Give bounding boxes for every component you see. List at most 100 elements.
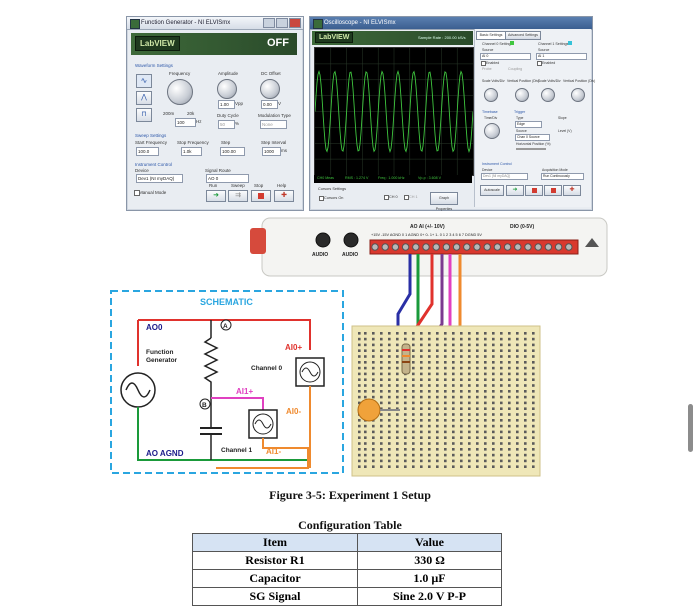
breadboard-hole	[420, 419, 423, 422]
ch0-scale-knob[interactable]	[484, 88, 498, 102]
help-button[interactable]: ✚	[274, 190, 294, 202]
ch1-checkbox[interactable]	[404, 195, 409, 200]
scope-device-select[interactable]: Dev1 (NI myDAQ)	[481, 173, 528, 180]
trigger-type-select[interactable]: Edge	[515, 121, 542, 128]
trigger-source-select[interactable]: Chan 0 Source	[515, 134, 550, 141]
ch0-enabled-checkbox[interactable]	[481, 61, 486, 66]
audio-jack-1[interactable]	[315, 232, 331, 248]
device-select[interactable]: Dev1 (NI myDAQ)	[136, 174, 183, 183]
stop-frequency-input[interactable]: 1.0k	[181, 147, 202, 156]
tab-advanced-settings[interactable]: Advanced Settings	[505, 31, 541, 40]
screw-terminal[interactable]	[381, 243, 389, 251]
scope-stop-button[interactable]	[525, 185, 543, 196]
breadboard-hole	[364, 349, 367, 352]
horizontal-position-slider[interactable]	[516, 148, 546, 150]
screw-terminal[interactable]	[463, 243, 471, 251]
time-per-div-knob[interactable]	[484, 123, 500, 139]
step-input[interactable]: 100.00	[220, 147, 245, 156]
amplitude-input[interactable]: 1.00	[218, 100, 235, 109]
screw-terminal[interactable]	[483, 243, 491, 251]
breadboard-hole	[412, 361, 415, 364]
ch0-source-select[interactable]: AI 0	[480, 53, 531, 60]
breadboard-hole	[436, 332, 439, 335]
breadboard-hole	[476, 384, 479, 387]
scope-run-button[interactable]: ➜	[506, 185, 524, 196]
breadboard-hole	[484, 442, 487, 445]
scope-help-button[interactable]: ✚	[563, 185, 581, 196]
duty-cycle-input[interactable]: 50	[218, 120, 235, 129]
breadboard-hole	[396, 355, 399, 358]
sample-rate-label: Sample Rate : 200.00 kS/s	[418, 35, 466, 40]
screw-terminal[interactable]	[442, 243, 451, 251]
run-button[interactable]: ➜	[206, 190, 226, 202]
breadboard-hole	[372, 459, 375, 463]
tab-basic-settings[interactable]: Basic Settings	[476, 31, 506, 40]
amplitude-knob[interactable]	[217, 79, 237, 99]
ch1-source-select[interactable]: AI 1	[536, 53, 587, 60]
screw-terminal[interactable]	[514, 243, 522, 251]
stop-button[interactable]	[251, 190, 271, 202]
screw-terminal[interactable]	[524, 243, 532, 251]
ch0-checkbox[interactable]	[384, 195, 389, 200]
breadboard-hole	[444, 332, 447, 335]
screw-terminal[interactable]	[473, 243, 481, 251]
sweep-button[interactable]: ⇉	[228, 190, 248, 202]
cursors-on-checkbox[interactable]	[319, 196, 324, 201]
screw-terminal[interactable]	[493, 243, 502, 251]
step-interval-input[interactable]: 1000	[262, 147, 281, 156]
dc-offset-knob[interactable]	[260, 79, 280, 99]
minimize-icon[interactable]	[263, 18, 275, 28]
autoscale-button[interactable]: Autoscale	[480, 185, 504, 196]
breadboard-hole	[524, 361, 527, 364]
breadboard-hole	[420, 459, 423, 463]
breadboard-hole	[452, 390, 455, 393]
square-wave-button[interactable]: ⊓	[136, 108, 152, 122]
frequency-input[interactable]: 100	[175, 118, 196, 127]
start-frequency-input[interactable]: 100.0	[136, 147, 159, 156]
breadboard-hole	[468, 453, 471, 457]
ch1-enabled-checkbox[interactable]	[537, 61, 542, 66]
dc-offset-input[interactable]: 0.00	[261, 100, 278, 109]
sine-wave-button[interactable]: ∿	[136, 74, 152, 88]
fg-titlebar[interactable]: Function Generator - NI ELVISmx	[127, 17, 303, 30]
screw-terminal[interactable]	[554, 243, 563, 251]
frequency-knob[interactable]	[167, 79, 193, 105]
breadboard-hole	[404, 401, 407, 405]
breadboard-hole	[452, 378, 455, 381]
close-icon[interactable]	[289, 18, 301, 28]
breadboard-hole	[388, 436, 391, 439]
maximize-icon[interactable]	[276, 18, 288, 28]
screw-terminal[interactable]	[544, 243, 553, 251]
graph-properties-button[interactable]: Graph Properties	[430, 192, 458, 211]
screw-terminal[interactable]	[565, 243, 573, 251]
breadboard-hole	[468, 430, 471, 434]
breadboard-hole	[476, 395, 479, 399]
screw-terminal[interactable]	[452, 243, 461, 251]
breadboard-hole	[476, 355, 479, 358]
screw-terminal[interactable]	[422, 243, 430, 251]
modulation-type-select[interactable]: None	[260, 120, 287, 129]
screw-terminal[interactable]	[432, 243, 440, 251]
ch1-position-knob[interactable]	[571, 88, 585, 102]
manual-mode-checkbox[interactable]	[134, 190, 140, 196]
screw-terminal[interactable]	[503, 243, 512, 251]
triangle-wave-button[interactable]: ⋀	[136, 91, 152, 105]
acquisition-mode-select[interactable]: Run Continuously	[541, 173, 584, 180]
scope-display[interactable]	[314, 47, 474, 176]
screw-terminal[interactable]	[371, 243, 379, 251]
ch0-position-knob[interactable]	[515, 88, 529, 102]
breadboard-hole	[492, 419, 495, 422]
page-scrollbar-thumb[interactable]	[688, 404, 693, 452]
screw-terminal[interactable]	[412, 243, 420, 251]
breadboard-hole	[358, 349, 361, 352]
breadboard-hole	[444, 442, 447, 445]
ch1-scale-knob[interactable]	[541, 88, 555, 102]
breadboard-hole	[428, 372, 431, 376]
audio-jack-2[interactable]	[343, 232, 359, 248]
signal-route-select[interactable]: AO 0	[206, 174, 249, 183]
screw-terminal[interactable]	[391, 243, 400, 251]
screw-terminal[interactable]	[534, 243, 542, 251]
scope-titlebar[interactable]: Oscilloscope - NI ELVISmx	[310, 17, 592, 30]
scope-log-button[interactable]	[544, 185, 562, 196]
screw-terminal[interactable]	[401, 243, 410, 251]
